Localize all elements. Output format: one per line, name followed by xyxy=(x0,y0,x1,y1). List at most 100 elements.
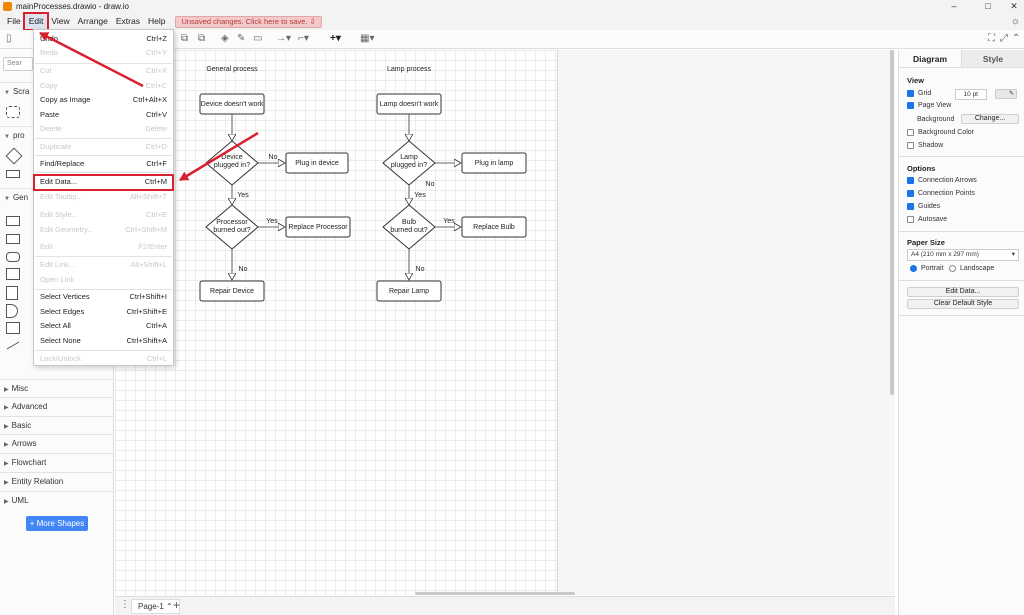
pages-menu-icon[interactable]: ⋮ xyxy=(120,599,130,610)
search-input[interactable]: Sear xyxy=(3,57,33,71)
menu-extras[interactable]: Extras xyxy=(115,16,140,26)
background-color-option[interactable]: Background Color xyxy=(907,129,974,136)
to-back-icon[interactable]: ⧉ xyxy=(198,33,206,44)
menu-help[interactable]: Help xyxy=(147,16,166,26)
gear-icon[interactable]: ☼ xyxy=(1010,16,1020,27)
menu-item-edit-data[interactable]: Edit Data...Ctrl+M xyxy=(33,174,174,191)
format-panel-icon[interactable]: ▯ xyxy=(6,33,12,44)
section-flowchart[interactable]: ▶Flowchart xyxy=(0,453,114,471)
unsaved-changes-button[interactable]: Unsaved changes. Click here to save. ⇩ xyxy=(175,15,322,28)
collapse-panel-icon[interactable]: ⌃ xyxy=(1012,33,1021,44)
title-bar: mainProcesses.drawio - draw.io xyxy=(0,0,1024,13)
guides-checkbox[interactable] xyxy=(907,203,914,210)
more-shapes-button[interactable]: + More Shapes xyxy=(26,516,88,531)
diamond-shape[interactable] xyxy=(5,147,23,165)
insert-icon[interactable]: +▾ xyxy=(330,33,341,44)
connection-icon[interactable]: →▾ xyxy=(276,33,292,44)
maximize-button[interactable]: □ xyxy=(985,1,991,11)
section-misc[interactable]: ▶Misc xyxy=(0,379,114,397)
change-background-button[interactable]: Change... xyxy=(961,114,1019,124)
line-shape[interactable] xyxy=(6,341,20,350)
diagram-page[interactable]: General process Lamp process Device does… xyxy=(115,50,558,595)
grid-size-input[interactable]: 10 pt xyxy=(955,89,987,100)
fill-color-icon[interactable]: ◈ xyxy=(221,33,229,44)
section-entity-relation[interactable]: ▶Entity Relation xyxy=(0,472,114,490)
rectangle-shape[interactable] xyxy=(6,216,20,226)
page-tab-label: Page-1 xyxy=(138,602,164,611)
landscape-option[interactable]: Landscape xyxy=(949,265,994,272)
edit-data-button[interactable]: Edit Data... xyxy=(907,287,1019,297)
menu-arrange[interactable]: Arrange xyxy=(77,16,108,26)
connection-arrows-checkbox[interactable] xyxy=(907,177,914,184)
table-icon[interactable]: ▦▾ xyxy=(360,33,375,44)
menu-edit[interactable]: Edit xyxy=(22,12,50,31)
page-bar: ⋮ Page-1 ⌃ + xyxy=(115,596,895,615)
close-button[interactable]: ✕ xyxy=(1010,1,1018,11)
connection-points-option[interactable]: Connection Points xyxy=(907,190,975,197)
shadow-icon[interactable]: ▭ xyxy=(253,33,263,44)
general-end-node[interactable] xyxy=(199,280,265,302)
lamp-end-node[interactable] xyxy=(376,280,442,302)
add-page-button[interactable]: + xyxy=(173,598,181,612)
menu-file[interactable]: File xyxy=(7,16,21,26)
hexagon-shape[interactable] xyxy=(6,252,20,262)
waypoints-icon[interactable]: ⌐▾ xyxy=(298,33,309,44)
table-shape[interactable] xyxy=(6,322,20,334)
line-color-icon[interactable]: ✎ xyxy=(237,33,246,44)
paper-size-select[interactable]: A4 (210 mm x 297 mm)▾ xyxy=(907,249,1019,261)
section-arrows[interactable]: ▶Arrows xyxy=(0,434,114,452)
diagram-canvas[interactable]: General process Lamp process Device does… xyxy=(115,50,895,595)
grid-checkbox[interactable] xyxy=(907,90,914,97)
general-action-1-node[interactable] xyxy=(285,152,349,174)
landscape-radio[interactable] xyxy=(949,265,956,272)
fullscreen-icon[interactable]: ⛶ xyxy=(988,33,995,44)
list-shape[interactable] xyxy=(6,268,20,280)
menu-item-label: Undo xyxy=(40,34,58,43)
document-shape[interactable] xyxy=(6,286,18,300)
vertical-scrollbar[interactable] xyxy=(890,50,894,395)
shadow-checkbox[interactable] xyxy=(907,142,914,149)
section-uml[interactable]: ▶UML xyxy=(0,491,114,509)
scratchpad-drop-area[interactable] xyxy=(6,106,20,118)
tab-diagram[interactable]: Diagram xyxy=(912,54,947,64)
page-view-checkbox[interactable] xyxy=(907,102,914,109)
grid-color-button[interactable]: ✎ xyxy=(995,89,1017,99)
grid-option[interactable]: Grid xyxy=(907,90,931,97)
portrait-option[interactable]: Portrait xyxy=(910,265,944,272)
general-action-2-node[interactable] xyxy=(285,216,351,238)
horizontal-scrollbar[interactable] xyxy=(415,592,575,595)
tab-style[interactable]: Style xyxy=(961,50,1024,67)
section-basic[interactable]: ▶Basic xyxy=(0,416,114,434)
background-color-checkbox[interactable] xyxy=(907,129,914,136)
menu-view[interactable]: View xyxy=(51,16,70,26)
shadow-option[interactable]: Shadow xyxy=(907,142,943,149)
page-tab[interactable]: Page-1 ⌃ xyxy=(131,599,180,614)
page-view-option[interactable]: Page View xyxy=(907,102,951,109)
collapse-icon[interactable]: ⤢ xyxy=(1000,33,1008,44)
connection-arrows-option[interactable]: Connection Arrows xyxy=(907,177,977,184)
portrait-radio[interactable] xyxy=(910,265,917,272)
process-shape[interactable] xyxy=(6,170,20,178)
guides-option[interactable]: Guides xyxy=(907,203,940,210)
menu-item-label: Copy xyxy=(40,81,58,90)
clear-default-style-button[interactable]: Clear Default Style xyxy=(907,299,1019,309)
section-advanced[interactable]: ▶Advanced xyxy=(0,397,114,415)
delay-shape[interactable] xyxy=(6,304,18,318)
minimize-button[interactable]: – xyxy=(951,1,957,11)
lamp-action-2-node[interactable] xyxy=(461,216,527,238)
connection-points-checkbox[interactable] xyxy=(907,190,914,197)
to-front-icon[interactable]: ⧉ xyxy=(181,33,189,44)
autosave-checkbox[interactable] xyxy=(907,216,914,223)
lamp-action-1-node[interactable] xyxy=(461,152,527,174)
autosave-option[interactable]: Autosave xyxy=(907,216,947,223)
square-shape[interactable] xyxy=(6,234,20,244)
